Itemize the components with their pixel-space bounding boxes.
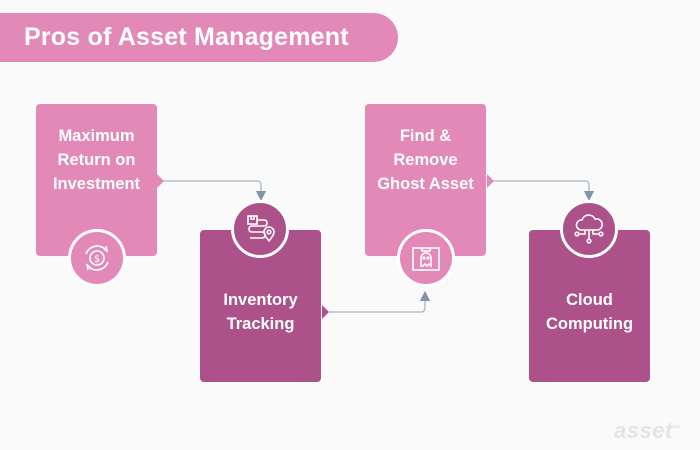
cloud-network-icon (560, 200, 618, 258)
notch (487, 174, 494, 188)
brand-watermark: asset∞ (614, 418, 680, 444)
step-box-maximum-roi: Maximum Return on Investment (36, 104, 157, 256)
connector-2-to-3 (329, 290, 431, 313)
svg-text:$: $ (94, 254, 100, 265)
brand-logo-text: asset (614, 418, 673, 443)
page-title: Pros of Asset Management (24, 23, 349, 51)
step-label: Cloud Computing (545, 291, 634, 333)
money-cycle-icon: $ (68, 229, 126, 287)
title-banner: Pros of Asset Management (0, 13, 398, 62)
notch (322, 305, 329, 319)
ghost-in-box-icon (397, 229, 455, 287)
step-label: Inventory Tracking (223, 291, 298, 333)
infinity-icon: ∞ (672, 421, 681, 433)
connector-1-to-2 (163, 180, 267, 202)
package-route-tracking-icon (231, 200, 289, 258)
step-label: Maximum Return on Investment (52, 127, 141, 193)
notch (157, 174, 164, 188)
step-label: Find & Remove Ghost Asset (377, 127, 474, 193)
connector-3-to-4 (493, 180, 595, 202)
